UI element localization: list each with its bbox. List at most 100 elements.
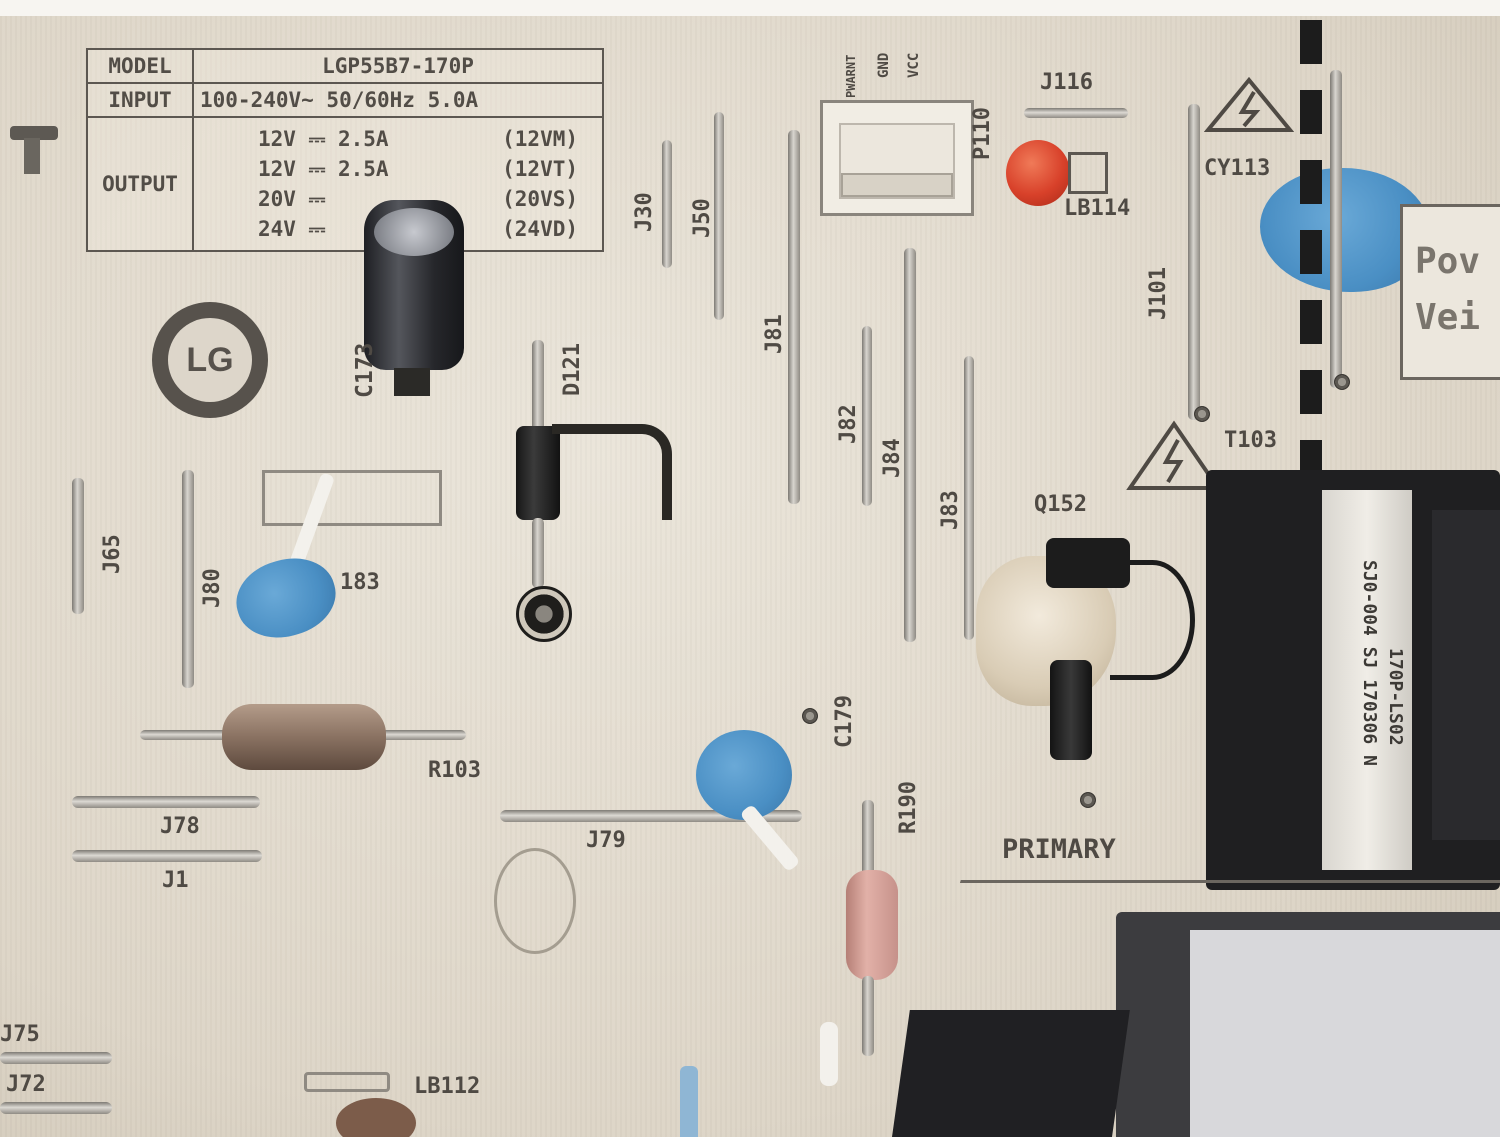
resistor-r190 [846,870,898,980]
resistor-r103 [222,704,386,770]
label-r103: R103 [428,758,481,783]
jumper-j80 [182,470,194,688]
pin-label-pwarnt: PWARNT [844,54,858,98]
transformer-marking-1: SJ0-004 SJ 170306 N [1359,560,1380,766]
label-j116: J116 [1040,70,1093,95]
label-j83: J83 [938,490,963,530]
label-c179: C179 [832,695,857,748]
label-t103: T103 [1224,428,1277,453]
diode-lead-bottom [532,518,544,588]
solder-pad [802,708,818,724]
output-row: 20V ⎓ (20VS) [200,184,578,214]
red-led [1006,140,1070,206]
label-lb112: LB112 [414,1074,481,1099]
ceramic-capacitor-c179 [696,730,792,820]
spec-table: MODEL LGP55B7-170P INPUT 100-240V~ 50/60… [86,48,604,252]
dark-block [890,1010,1130,1137]
transformer-marking-2: 170P-LS02 [1385,648,1406,746]
label-r190: R190 [896,781,921,834]
label-c183: 183 [340,570,380,595]
jumper-j116 [1024,108,1128,118]
output-voltage: 12V ⎓ 2.5A [258,127,389,151]
lg-logo: LG [152,302,268,418]
side-box-text-1: Pov [1415,241,1481,282]
resistor-lead-r190-bottom [862,976,874,1056]
label-q152: Q152 [1034,492,1087,517]
label-j84: J84 [880,438,905,478]
jumper-j30 [662,140,672,268]
jumper-j81 [788,130,800,504]
input-value: 100-240V~ 50/60Hz 5.0A [192,82,604,118]
label-j65: J65 [100,534,125,574]
side-label-box: Pov Vei [1400,204,1500,380]
jumper-j1 [72,850,262,862]
lg-logo-text: LG [168,318,252,402]
pin-label-vcc: VCC [906,52,922,78]
model-value: LGP55B7-170P [192,48,604,84]
primary-label: PRIMARY [1002,834,1116,865]
label-j82: J82 [836,404,861,444]
hv-warning-icon [1204,76,1294,132]
label-j80: J80 [200,568,225,608]
label-c173: C173 [352,342,378,398]
transistor-ring [1110,560,1195,680]
connector-p110 [820,100,974,216]
label-p110: P110 [970,107,995,160]
jumper-j101 [1188,104,1200,420]
isolation-line [1300,20,1322,480]
jumper-j78 [72,796,260,808]
jumper-j72 [0,1102,112,1114]
label-j81: J81 [762,314,787,354]
output-voltage: 12V ⎓ 2.5A [258,157,389,181]
output-voltage: 20V ⎓ [258,187,326,211]
label-j75: J75 [0,1022,40,1047]
capacitor-bottom-blue [680,1066,698,1137]
component-outline-c183 [262,470,442,526]
model-label: MODEL [86,48,194,84]
jumper-j82 [862,326,872,506]
component-outline-lb112 [304,1072,390,1092]
solder-pad [1080,792,1096,808]
label-j1: J1 [162,868,189,893]
output-rail: (20VS) [502,187,578,211]
top-edge [0,0,1500,16]
diode-lead-top [532,340,544,440]
jumper-j75 [0,1052,112,1064]
jumper-j84 [904,248,916,642]
output-voltage: 24V ⎓ [258,217,326,241]
output-row: 12V ⎓ 2.5A (12VT) [200,154,578,184]
electrolytic-capacitor-c173 [364,200,492,400]
side-box-text-2: Vei [1415,297,1481,338]
jumper-j65 [72,478,84,614]
jumper-j83 [964,356,974,640]
input-label: INPUT [86,82,194,118]
label-j101: J101 [1146,267,1171,320]
label-d121: D121 [560,343,585,396]
screw-icon [10,126,58,174]
label-j50: J50 [690,198,715,238]
transformer-t103 [1206,470,1500,890]
output-label: OUTPUT [86,116,194,252]
output-rail: (12VT) [502,157,578,181]
label-j30: J30 [632,192,657,232]
hv-warning-icon [1126,420,1222,490]
ceramic-capacitor-c183 [227,547,345,649]
component-bottom-brown [336,1098,416,1137]
output-row: 24V ⎓ (24VD) [200,214,578,244]
fuse-outline [494,848,576,954]
pin-label-gnd: GND [876,52,892,78]
led-outline [1068,152,1108,194]
output-rail: (12VM) [502,127,578,151]
solder-pad [1194,406,1210,422]
diode-pad [516,586,572,642]
solder-pad [1334,374,1350,390]
jumper-right [1330,70,1342,388]
output-row: 12V ⎓ 2.5A (12VM) [200,124,578,154]
label-j78: J78 [160,814,200,839]
label-j79: J79 [586,828,626,853]
jumper-j50 [714,112,724,320]
output-rail: (24VD) [502,217,578,241]
transistor-body-lower [1050,660,1092,760]
label-lb114: LB114 [1064,196,1131,221]
